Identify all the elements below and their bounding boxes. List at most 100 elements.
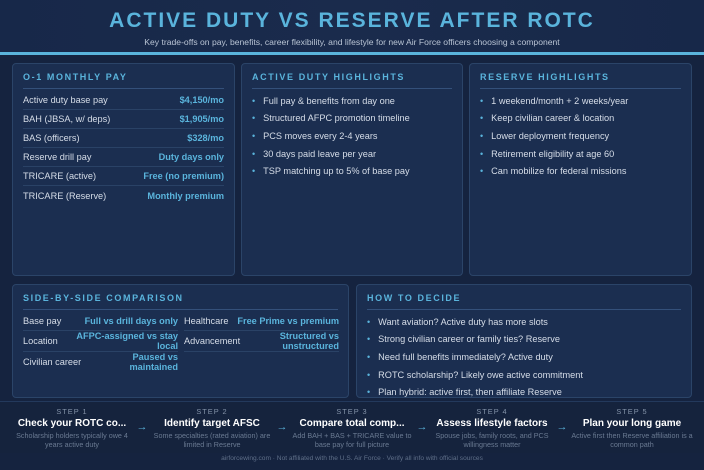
comparison-title: SIDE-BY-SIDE COMPARISON — [23, 293, 338, 310]
bullet-icon: • — [480, 166, 484, 177]
bullet-icon: • — [252, 113, 256, 124]
row-label: TRICARE (active) — [23, 171, 96, 181]
bullet-icon: • — [480, 130, 484, 141]
row-label: BAS (officers) — [23, 133, 80, 143]
header: ACTIVE DUTY VS RESERVE AFTER ROTC Key tr… — [0, 0, 704, 53]
bullet-icon: • — [367, 369, 371, 380]
step-description: Some specialties (rated aviation) are li… — [153, 431, 271, 449]
list-item: •ROTC scholarship? Likely owe active com… — [367, 366, 681, 384]
list-item: • Structured AFPC promotion timeline — [252, 110, 452, 128]
bullet-icon: • — [367, 387, 371, 398]
row-label: Healthcare — [184, 316, 229, 326]
list-item: • Need full benefits immediately? Active … — [367, 348, 681, 366]
page-title: ACTIVE DUTY VS RESERVE AFTER ROTC — [109, 9, 595, 32]
list-item-text: Strong civilian career or family ties? R… — [378, 334, 560, 345]
table-row: TRICARE (Reserve) Monthly premium — [23, 186, 224, 205]
row-value: Structured vs unstructured — [279, 331, 339, 351]
decide-title: HOW TO DECIDE — [367, 293, 681, 310]
step-label: STEP 3 — [336, 407, 368, 416]
header-divider — [0, 52, 704, 55]
bullet-icon: • — [252, 166, 256, 177]
arrow-right-icon: → — [136, 421, 148, 433]
step-label: STEP 1 — [56, 407, 88, 416]
arrow-right-icon: → — [556, 421, 568, 433]
bullet-icon: • — [367, 334, 371, 345]
bullet-icon: • — [480, 148, 484, 159]
active-title: ACTIVE DUTY HIGHLIGHTS — [252, 72, 452, 89]
row-label: Base pay — [23, 316, 62, 326]
row-label: BAH (JBSA, w/ deps) — [23, 114, 111, 124]
bullet-icon: • — [252, 95, 256, 106]
list-item-text: Want aviation? Active duty has more slot… — [378, 316, 548, 327]
list-item: • TSP matching up to 5% of base pay — [252, 162, 452, 180]
step-description: Spouse jobs, family roots, and PCS willi… — [435, 431, 549, 449]
step-label: STEP 4 — [476, 407, 508, 416]
row-value: Free Prime vs premium — [237, 316, 339, 326]
row-label: Location — [23, 336, 58, 346]
row-value: Monthly premium — [147, 190, 224, 201]
list-item: • Retirement eligibility at age 60 — [480, 145, 681, 163]
list-item: •Want aviation? Active duty has more slo… — [367, 313, 681, 331]
step-title: Compare total comp... — [299, 418, 405, 429]
step-title: Identify target AFSC — [164, 418, 260, 429]
pay-panel: O-1 MONTHLY PAY Active duty base pay $4,1… — [12, 63, 235, 276]
pay-title: O-1 MONTHLY PAY — [23, 72, 224, 89]
bullet-icon: • — [480, 113, 484, 124]
table-row: Active duty base pay $4,150/mo — [23, 91, 224, 110]
list-item: • Keep civilian career & location — [480, 110, 681, 128]
arrow-right-icon: → — [416, 421, 428, 433]
table-row: Reserve drill pay Duty days only — [23, 148, 224, 167]
table-row: Healthcare Free Prime vs premium — [184, 312, 339, 331]
page-subtitle: Key trade-offs on pay, benefits, career … — [144, 37, 560, 47]
list-item-text: Structured AFPC promotion timeline — [263, 113, 410, 124]
list-item: •Full pay & benefits from day one — [252, 92, 452, 110]
row-value: Free (no premium) — [143, 171, 224, 181]
list-item: •Lower deployment frequency — [480, 127, 681, 145]
row-value: AFPC-assigned vs stay local — [76, 331, 178, 351]
row-label: Reserve drill pay — [23, 152, 92, 162]
decide-panel: HOW TO DECIDE •Want aviation? Active dut… — [356, 284, 692, 398]
row-value: $1,905/mo — [179, 114, 224, 124]
reserve-title: RESERVE HIGHLIGHTS — [480, 72, 681, 89]
arrow-right-icon: → — [276, 421, 288, 433]
row-value: $328/mo — [187, 133, 224, 143]
list-item-text: 30 days paid leave per year — [263, 148, 377, 159]
table-row: Location AFPC-assigned vs stay local — [23, 331, 178, 352]
row-value: $4,150/mo — [179, 95, 224, 105]
bullet-icon: • — [480, 95, 484, 106]
row-label: Active duty base pay — [23, 95, 108, 105]
list-item: • Plan hybrid: active first, then affilia… — [367, 383, 681, 401]
list-item-text: Retirement eligibility at age 60 — [491, 148, 615, 159]
list-item: • 30 days paid leave per year — [252, 145, 452, 163]
footer: airforcewing.com · Not affiliated with t… — [221, 455, 483, 463]
list-item: • 1 weekend/month + 2 weeks/year — [480, 92, 681, 110]
step-title: Check your ROTC co... — [17, 418, 127, 429]
bullet-icon: • — [252, 148, 256, 159]
row-label: TRICARE (Reserve) — [23, 190, 107, 201]
bullet-icon: • — [367, 351, 371, 362]
list-item-text: Need full benefits immediately? Active d… — [378, 351, 553, 362]
row-value: Paused vs maintained — [129, 352, 179, 372]
step-label: STEP 5 — [616, 407, 648, 416]
table-row: Advancement Structured vs unstructured — [184, 331, 339, 352]
row-label: Advancement — [184, 336, 241, 346]
list-item-text: TSP matching up to 5% of base pay — [263, 166, 410, 177]
step-description: Add BAH + BAS + TRICARE value to base pa… — [292, 431, 412, 449]
list-item-text: Can mobilize for federal missions — [491, 166, 627, 177]
list-item: •PCS moves every 2-4 years — [252, 127, 452, 145]
table-row: BAS (officers) $328/mo — [23, 129, 224, 148]
list-item-text: PCS moves every 2-4 years — [263, 130, 378, 141]
list-item-text: Keep civilian career & location — [491, 113, 615, 124]
list-item-text: 1 weekend/month + 2 weeks/year — [491, 95, 629, 106]
step-3: STEP 3 Compare total comp... Add BAH + BAS… — [288, 407, 416, 449]
list-item-text: Plan hybrid: active first, then affiliat… — [378, 387, 562, 398]
row-value: Duty days only — [158, 152, 224, 162]
